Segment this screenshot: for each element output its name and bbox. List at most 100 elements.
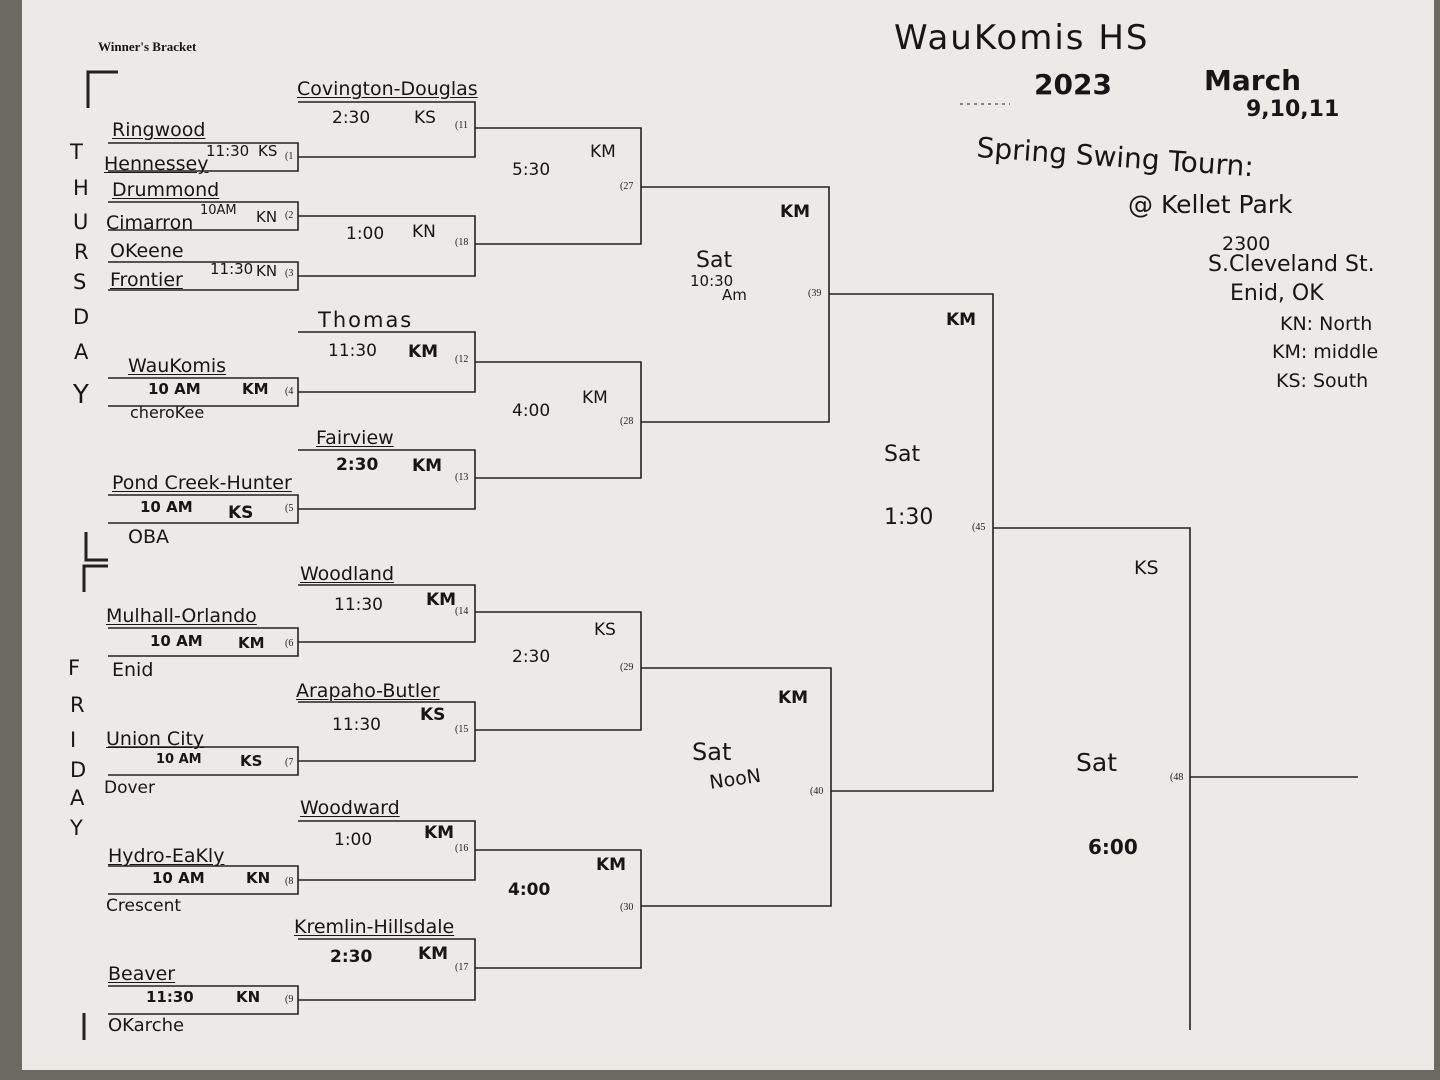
game-location: KS [420, 705, 446, 725]
game-location: KM [590, 142, 616, 162]
game-time: 11:30 [328, 341, 377, 361]
r2-bracket-8 [298, 938, 476, 1001]
game-time: 1:30 [884, 505, 934, 530]
game-ampm: Am [722, 286, 747, 304]
team: Thomas [318, 308, 414, 332]
city: Enid, OK [1230, 281, 1324, 306]
game-number: (14 [455, 606, 469, 617]
game-time: 6:00 [1088, 835, 1138, 859]
team-top: OKeene [110, 240, 184, 262]
game-time: 10 AM [156, 752, 202, 767]
team-bottom: Frontier [110, 269, 183, 291]
team-bottom: Crescent [106, 896, 182, 916]
game-day: Sat [692, 738, 732, 766]
r2-bracket-1 [298, 101, 476, 158]
game-location: KN [236, 988, 261, 1006]
game-location: KS [258, 142, 278, 160]
game-location: KN [246, 869, 271, 887]
game-number: (48 [1170, 772, 1184, 783]
game-time: 10:30 [690, 272, 734, 290]
game-time: 2:30 [330, 947, 373, 967]
final-bracket [993, 527, 1191, 1030]
game-location: KM [418, 944, 449, 964]
game-location: KM [778, 688, 809, 708]
game-location: KM [412, 456, 443, 476]
team: Woodward [300, 797, 400, 819]
game-number: (40 [810, 786, 824, 797]
game-location: KS [414, 108, 436, 128]
school-title: WauKomis HS [894, 18, 1150, 58]
game-number: (28 [620, 416, 634, 427]
game-time: 5:30 [512, 160, 551, 180]
game-number: (15 [455, 724, 469, 735]
team-bottom: Enid [112, 659, 154, 681]
r1-box-7 [108, 746, 299, 776]
r3-bracket-1 [475, 127, 642, 245]
team-top: WauKomis [128, 355, 227, 377]
game-location: KM [408, 342, 439, 362]
team-top: Beaver [108, 963, 176, 985]
game-location: KM [242, 380, 269, 398]
game-location: KS [228, 503, 254, 523]
bracket-sheet [22, 0, 1434, 1070]
team-bottom: OBA [128, 526, 169, 548]
game-time: 2:30 [336, 455, 379, 475]
game-number: (13 [455, 472, 469, 483]
game-number: (3 [285, 268, 294, 279]
game-number: (30 [620, 902, 634, 913]
venue: @ Kellet Park [1128, 190, 1293, 219]
month: March [1204, 64, 1302, 97]
r2-bracket-2 [298, 215, 476, 277]
game-number: (11 [455, 120, 468, 131]
game-number: (27 [620, 181, 634, 192]
game-location: KS [240, 752, 263, 770]
game-location: KS [594, 620, 616, 640]
game-location: KM [946, 310, 977, 330]
game-time: 11:30 [146, 988, 194, 1006]
game-time: 11:30 [334, 595, 383, 615]
team-bottom: Hennessey [104, 153, 209, 175]
game-time: 10 AM [148, 380, 201, 398]
game-time: 1:00 [346, 224, 385, 244]
game-number: (1 [285, 151, 294, 162]
thursday-end-mark [84, 532, 108, 562]
game-time: 4:00 [508, 880, 551, 900]
team-bottom: cheroKee [130, 403, 205, 422]
street: S.Cleveland St. [1208, 252, 1375, 277]
game-day: Sat [1076, 748, 1117, 777]
game-number: (9 [285, 994, 294, 1005]
game-number: (17 [455, 962, 469, 973]
r2-bracket-3 [298, 331, 476, 393]
thursday-start-mark [86, 70, 118, 108]
game-location: KN [256, 208, 278, 226]
game-location: KM [780, 202, 811, 222]
friday-start-mark [82, 564, 108, 592]
r2-bracket-5 [298, 584, 476, 643]
r3-bracket-4 [475, 849, 642, 969]
game-location: KM [426, 590, 457, 610]
team: Kremlin-Hillsdale [294, 916, 455, 938]
game-time: 2:30 [332, 108, 371, 128]
game-location: KN [256, 262, 278, 280]
game-location: KM [238, 634, 265, 652]
team: Woodland [300, 563, 395, 585]
game-location: KM [582, 388, 608, 408]
game-number: (4 [285, 386, 294, 397]
game-number: (18 [455, 237, 469, 248]
game-number: (8 [285, 876, 294, 887]
game-location: KS [1134, 557, 1159, 579]
r1-box-9 [108, 985, 299, 1015]
game-number: (6 [285, 638, 294, 649]
game-number: (2 [285, 210, 294, 221]
game-number: (45 [972, 522, 986, 533]
r1-box-5 [108, 494, 299, 524]
game-number: (16 [455, 843, 469, 854]
team-bottom: Dover [104, 778, 155, 798]
r2-bracket-4 [298, 449, 476, 510]
legend-ks: KS: South [1276, 370, 1369, 392]
legend-km: KM: middle [1272, 341, 1379, 363]
team: Covington-Douglas [297, 78, 478, 100]
game-time: 11:30 [332, 715, 381, 735]
bracket-label: Winner's Bracket [98, 39, 197, 54]
team: Fairview [316, 427, 394, 449]
